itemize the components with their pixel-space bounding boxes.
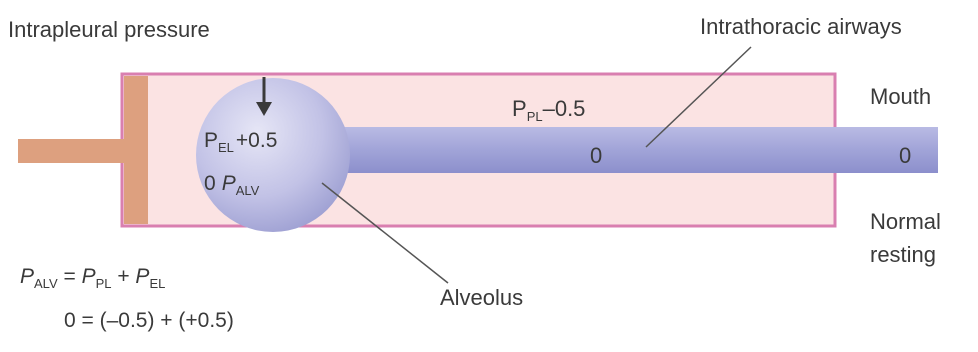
alveolus-leader-line <box>321 182 449 284</box>
normal-label: Normal <box>870 209 941 234</box>
alveolus-label: Alveolus <box>440 285 523 310</box>
piston-rod <box>18 139 124 163</box>
piston-plate <box>124 76 148 224</box>
airways-leader-line <box>645 46 752 148</box>
airway-tube <box>320 127 938 173</box>
mouth-label: Mouth <box>870 84 931 109</box>
airway-pressure-value: 0 <box>590 143 602 168</box>
elastic-recoil-pressure-value: PEL+0.5 <box>204 129 277 155</box>
resting-label: resting <box>870 242 936 267</box>
intrathoracic-airways-label: Intrathoracic airways <box>700 14 902 39</box>
alveolus-sphere <box>196 78 350 232</box>
down-arrow-icon <box>256 77 272 116</box>
equation-line-2: 0 = (–0.5) + (+0.5) <box>64 309 234 332</box>
intrapleural-pressure-value: PPL–0.5 <box>512 96 585 124</box>
mouth-pressure-value: 0 <box>899 143 911 168</box>
intrapleural-pressure-label: Intrapleural pressure <box>8 17 210 42</box>
equation-line-1: PALV = PPL + PEL <box>20 265 165 291</box>
